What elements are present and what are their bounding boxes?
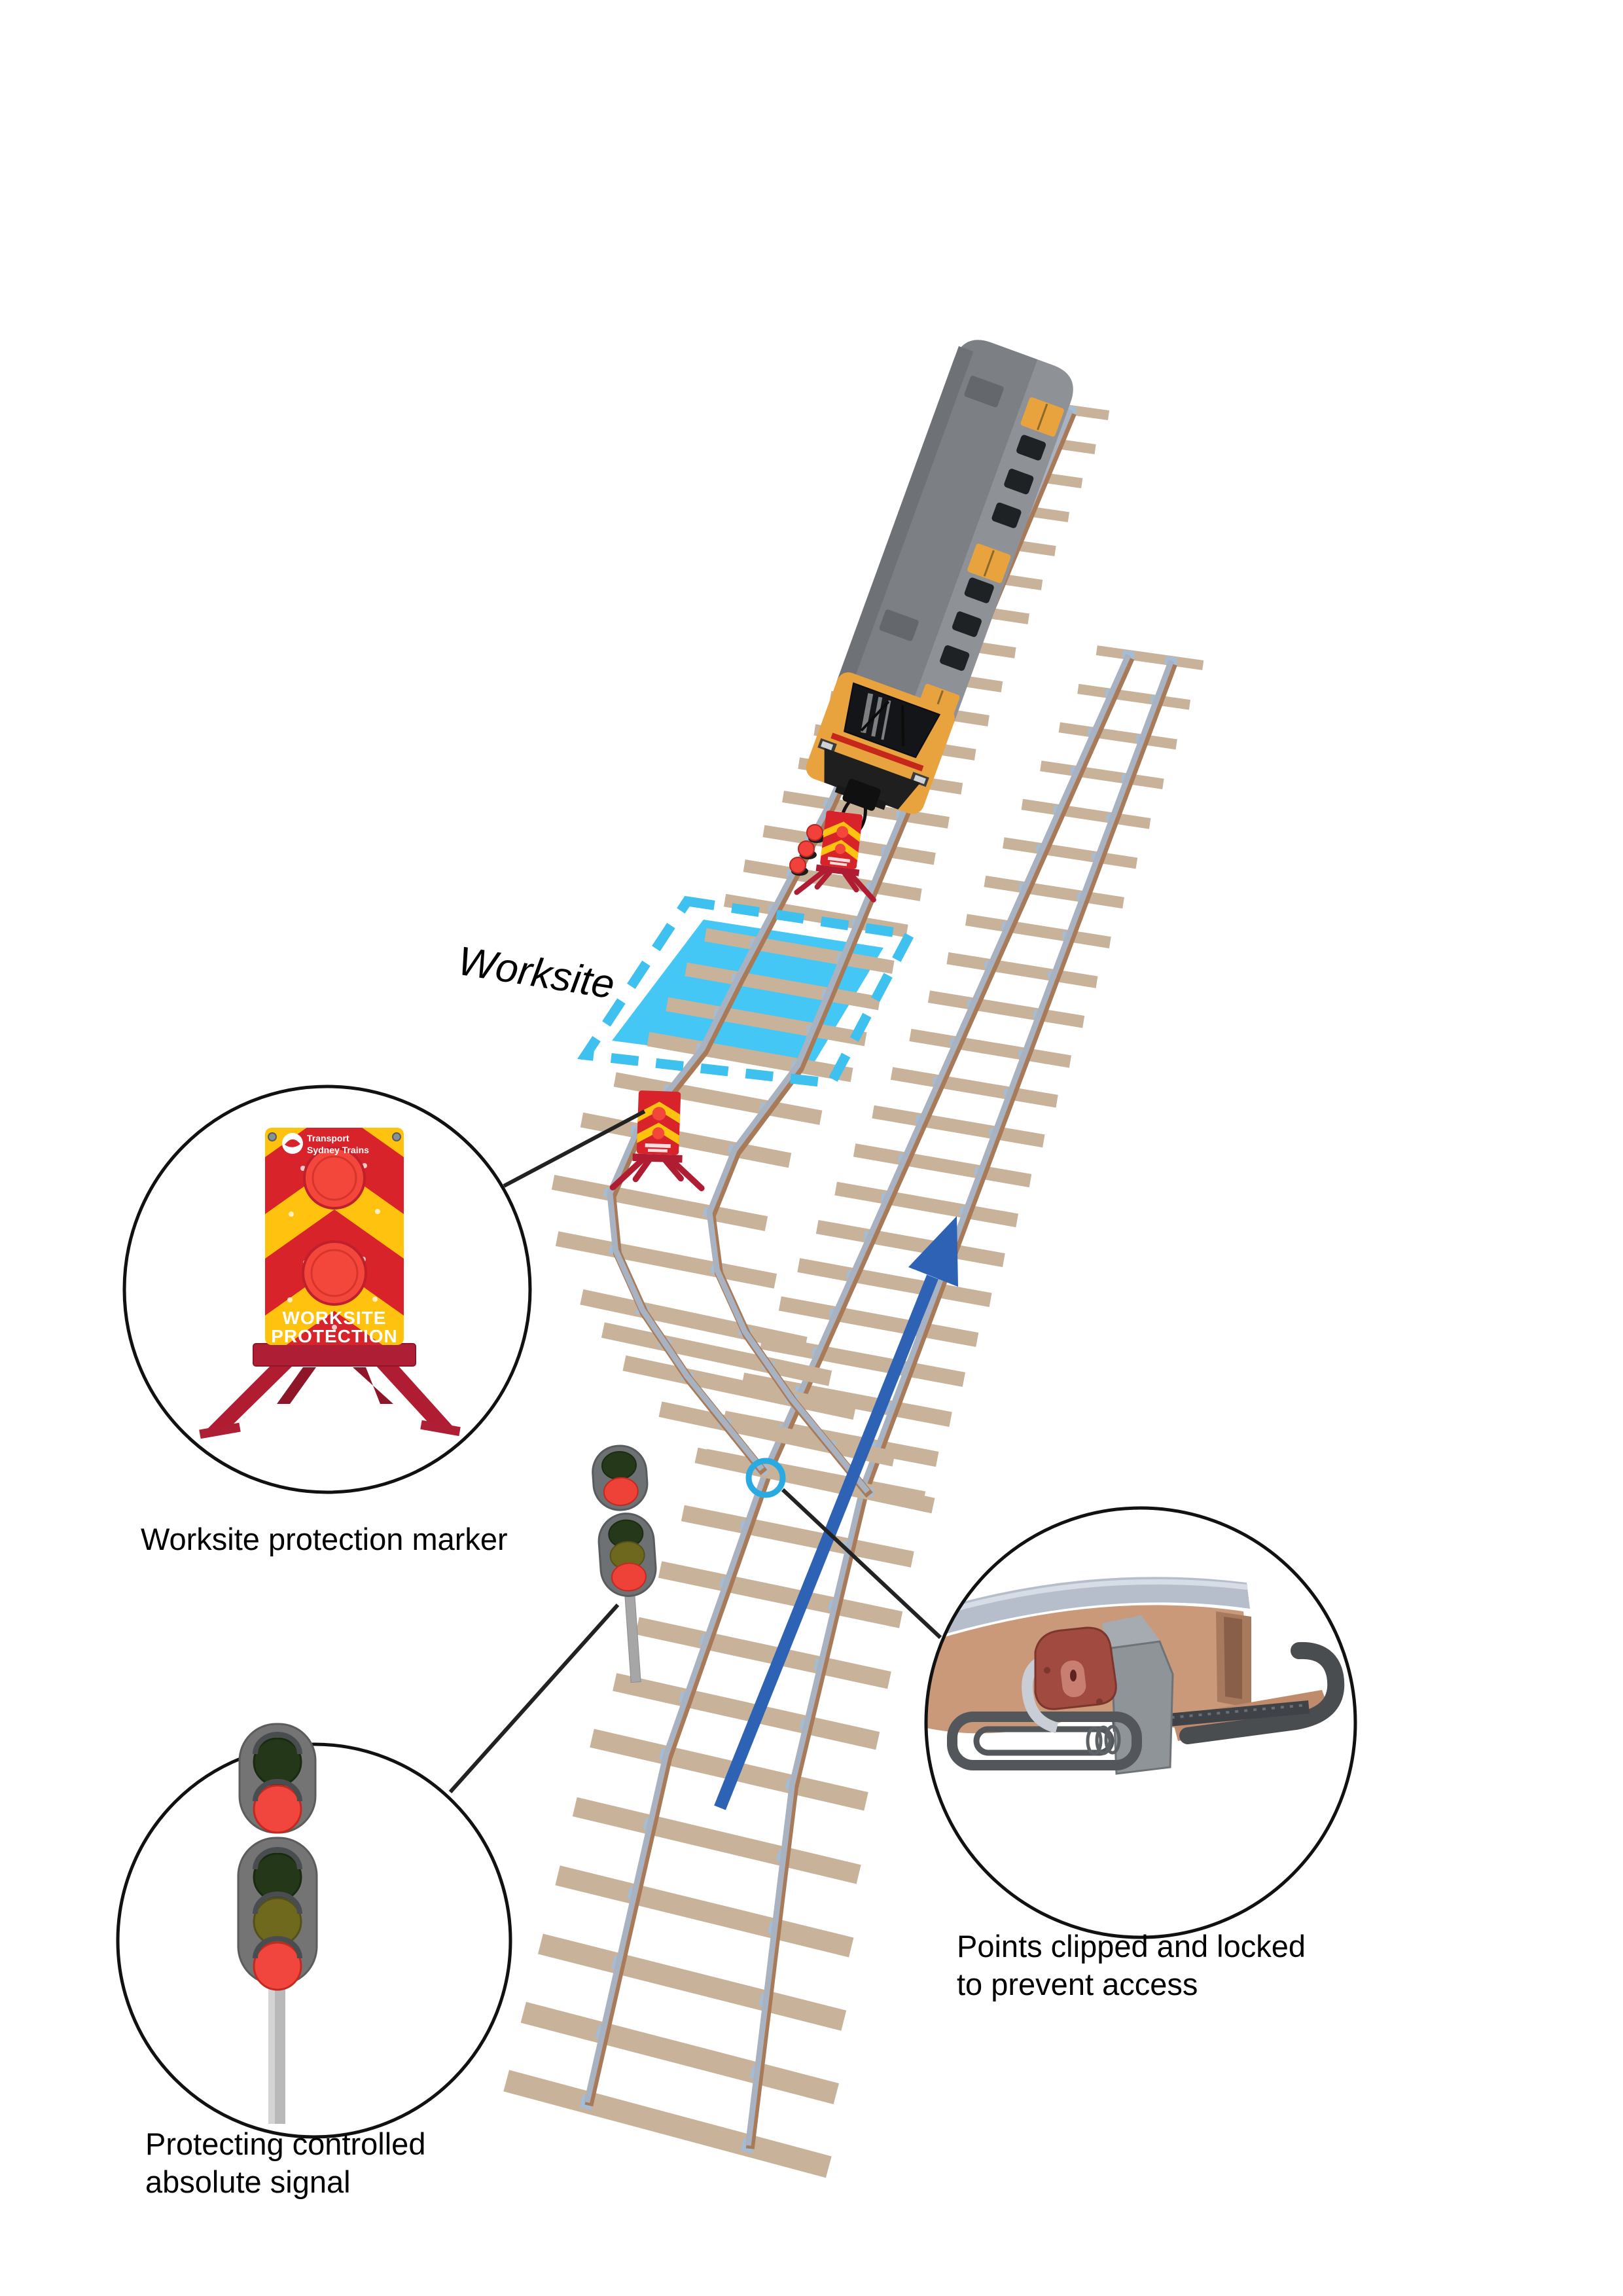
train: [806, 340, 1073, 834]
inset-points-clip: Points clipped and locked to prevent acc…: [924, 1506, 1357, 2001]
callout-line-marker: [503, 1109, 646, 1188]
detonators: [789, 824, 825, 876]
trackside-signal: [592, 1444, 657, 1683]
callout-line-signal: [448, 1603, 620, 1794]
caption-points-line2: to prevent access: [957, 1967, 1198, 2001]
worksite-label: Worksite: [455, 939, 618, 1008]
padlock-icon: [1022, 1626, 1117, 1734]
callout-lines: [448, 1109, 942, 1794]
points-location-ring: [745, 1458, 786, 1498]
logo-text-2: Sydney Trains: [307, 1145, 369, 1155]
caption-signal-line1: Protecting controlled: [145, 2126, 425, 2161]
caption-worksite-marker: Worksite protection marker: [141, 1522, 508, 1556]
train-route-arrow: [714, 1216, 958, 1810]
transport-sydney-trains-logo-icon: Transport Sydney Trains: [282, 1133, 369, 1155]
inset-worksite-marker: Transport Sydney Trains WORKSITE PROTECT…: [122, 1085, 532, 1556]
sign-text-protection: PROTECTION: [271, 1326, 398, 1346]
caption-points-line1: Points clipped and locked: [957, 1929, 1306, 1964]
inset-protecting-signal: Protecting controlled absolute signal: [116, 1723, 512, 2199]
logo-text-1: Transport: [307, 1133, 349, 1143]
caption-signal-line2: absolute signal: [145, 2164, 351, 2199]
worksite-zone-boundary: [577, 895, 918, 1089]
callout-line-points: [781, 1488, 942, 1640]
sign-text-worksite: WORKSITE: [283, 1308, 387, 1328]
